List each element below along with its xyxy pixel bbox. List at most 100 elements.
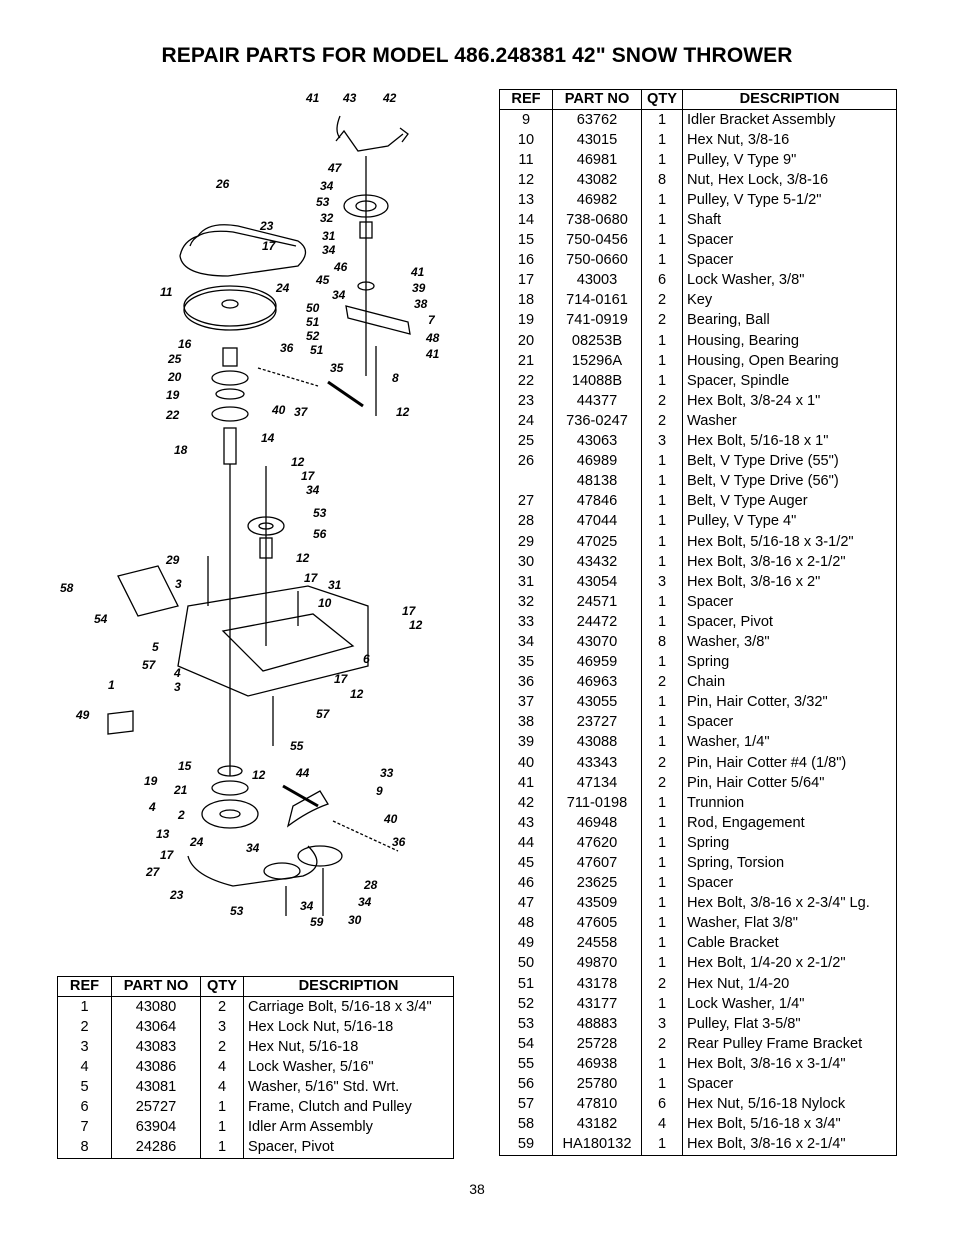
qty-cell: 2 [641, 310, 683, 332]
qty-cell: 1 [641, 853, 683, 874]
diagram-callout: 40 [271, 403, 286, 417]
ref-cell: 42 [499, 793, 553, 814]
diagram-callout: 14 [261, 431, 275, 445]
diagram-callout: 27 [145, 865, 161, 879]
ref-cell: 6 [57, 1097, 112, 1118]
ref-cell: 40 [499, 753, 553, 774]
description-cell: Belt, V Type Auger [682, 491, 897, 512]
part-no-cell: 46948 [552, 813, 642, 834]
part-no-cell: 47134 [552, 773, 642, 794]
qty-cell: 1 [641, 109, 683, 131]
diagram-callout: 33 [380, 766, 394, 780]
diagram-callout: 49 [75, 708, 90, 722]
diagram-callout: 36 [280, 341, 294, 355]
part-no-cell: 43083 [111, 1037, 201, 1058]
ref-cell: 23 [499, 391, 553, 412]
diagram-callout: 34 [322, 243, 336, 257]
diagram-callout: 17 [304, 571, 319, 585]
qty-cell: 2 [200, 1037, 244, 1058]
idler-bracket [286, 790, 329, 828]
ref-cell: 7 [57, 1117, 112, 1138]
diagram-callout: 12 [291, 455, 305, 469]
col-part-no: PART NO [552, 89, 642, 110]
description-cell: Belt, V Type Drive (55") [682, 451, 897, 472]
qty-cell: 1 [641, 873, 683, 894]
diagram-callout: 17 [402, 604, 417, 618]
description-cell: Hex Bolt, 3/8-16 x 2-1/2" [682, 552, 897, 573]
part-no-cell: 48138 [552, 471, 642, 492]
description-cell: Housing, Open Bearing [682, 351, 897, 372]
description-cell: Washer, 1/4" [682, 732, 897, 753]
qty-cell: 1 [641, 190, 683, 211]
drive-belt [179, 224, 307, 277]
ref-cell: 47 [499, 893, 553, 914]
qty-cell: 2 [641, 1034, 683, 1055]
diagram-callout: 17 [301, 469, 316, 483]
ref-cell: 11 [499, 150, 553, 171]
description-cell: Hex Nut, 5/16-18 [243, 1037, 454, 1058]
ref-cell: 58 [499, 1114, 553, 1135]
part-no-cell: 43182 [552, 1114, 642, 1135]
ref-cell: 25 [499, 431, 553, 452]
description-cell: Rod, Engagement [682, 813, 897, 834]
diagram-callout: 24 [275, 281, 290, 295]
diagram-callout: 4 [148, 800, 156, 814]
description-cell: Hex Bolt, 5/16-18 x 3-1/2" [682, 531, 897, 553]
ref-cell: 9 [499, 109, 553, 131]
part-no-cell: 25727 [111, 1097, 201, 1118]
part-no-cell: 714-0161 [552, 290, 642, 311]
description-cell: Hex Nut, 3/8-16 [682, 130, 897, 151]
part-no-cell: 750-0456 [552, 230, 642, 251]
description-cell: Hex Bolt, 5/16-18 x 1" [682, 431, 897, 452]
description-cell: Idler Arm Assembly [243, 1117, 454, 1138]
description-cell: Spacer [682, 712, 897, 733]
diagram-callout: 4 [173, 666, 181, 680]
qty-cell: 4 [200, 1057, 244, 1078]
qty-cell: 1 [641, 130, 683, 151]
part-no-cell: 47607 [552, 853, 642, 874]
description-cell: Idler Bracket Assembly [682, 109, 897, 131]
diagram-callout: 12 [252, 768, 266, 782]
ref-cell: 41 [499, 773, 553, 794]
diagram-callout: 43 [342, 91, 357, 105]
qty-cell: 2 [641, 974, 683, 995]
part-no-cell: 63762 [552, 109, 642, 131]
ref-cell [499, 471, 553, 492]
hair-cotter-pin-top [336, 115, 341, 139]
qty-cell: 1 [641, 994, 683, 1015]
shaft [223, 427, 237, 465]
diagram-callout: 56 [313, 527, 327, 541]
part-no-cell: 24558 [552, 933, 642, 954]
ref-cell: 45 [499, 853, 553, 874]
part-no-cell: 738-0680 [552, 210, 642, 231]
qty-cell: 1 [641, 1134, 683, 1156]
description-cell: Washer, 3/8" [682, 632, 897, 653]
part-no-cell: 47605 [552, 913, 642, 934]
part-no-cell: 750-0660 [552, 250, 642, 271]
diagram-callout: 55 [290, 739, 304, 753]
qty-cell: 1 [641, 612, 683, 633]
ref-cell: 24 [499, 411, 553, 432]
ref-cell: 50 [499, 953, 553, 975]
